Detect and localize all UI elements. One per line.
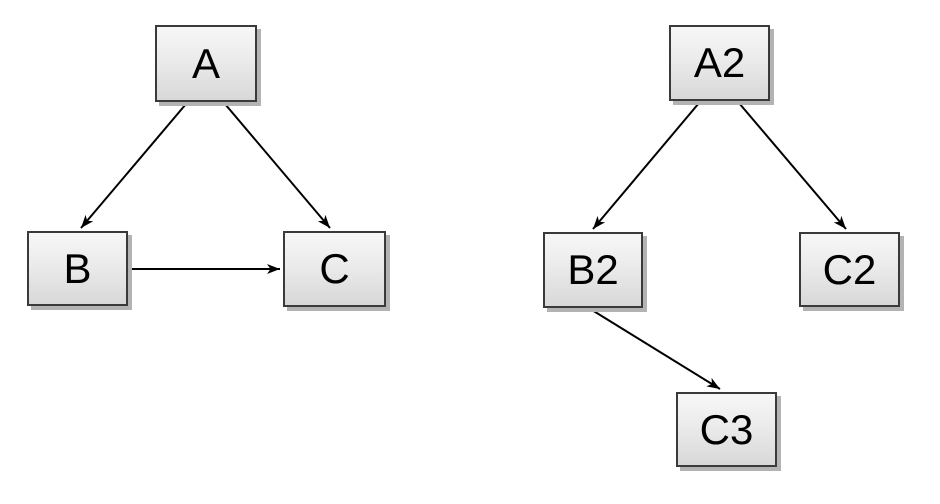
node-C2-label: C2 <box>822 245 877 293</box>
edge-A-C <box>224 103 331 229</box>
edge-A-B <box>80 103 187 229</box>
node-A-label: A <box>191 39 220 87</box>
node-B2: B2 <box>543 232 643 308</box>
node-C: C <box>283 231 386 307</box>
node-C3-label: C3 <box>699 405 754 453</box>
node-A2: A2 <box>669 25 770 101</box>
node-B2-label: B2 <box>567 246 619 293</box>
node-B-label: B <box>63 244 92 292</box>
edge-A2-C2 <box>738 102 847 230</box>
node-C2: C2 <box>799 232 900 307</box>
node-B: B <box>27 231 128 306</box>
node-A2-label: A2 <box>693 39 746 86</box>
edge-A2-B2 <box>592 102 700 230</box>
node-C3: C3 <box>676 392 777 467</box>
node-C-label: C <box>319 245 350 292</box>
node-A: A <box>155 25 257 102</box>
edge-B2-C3 <box>591 309 721 390</box>
